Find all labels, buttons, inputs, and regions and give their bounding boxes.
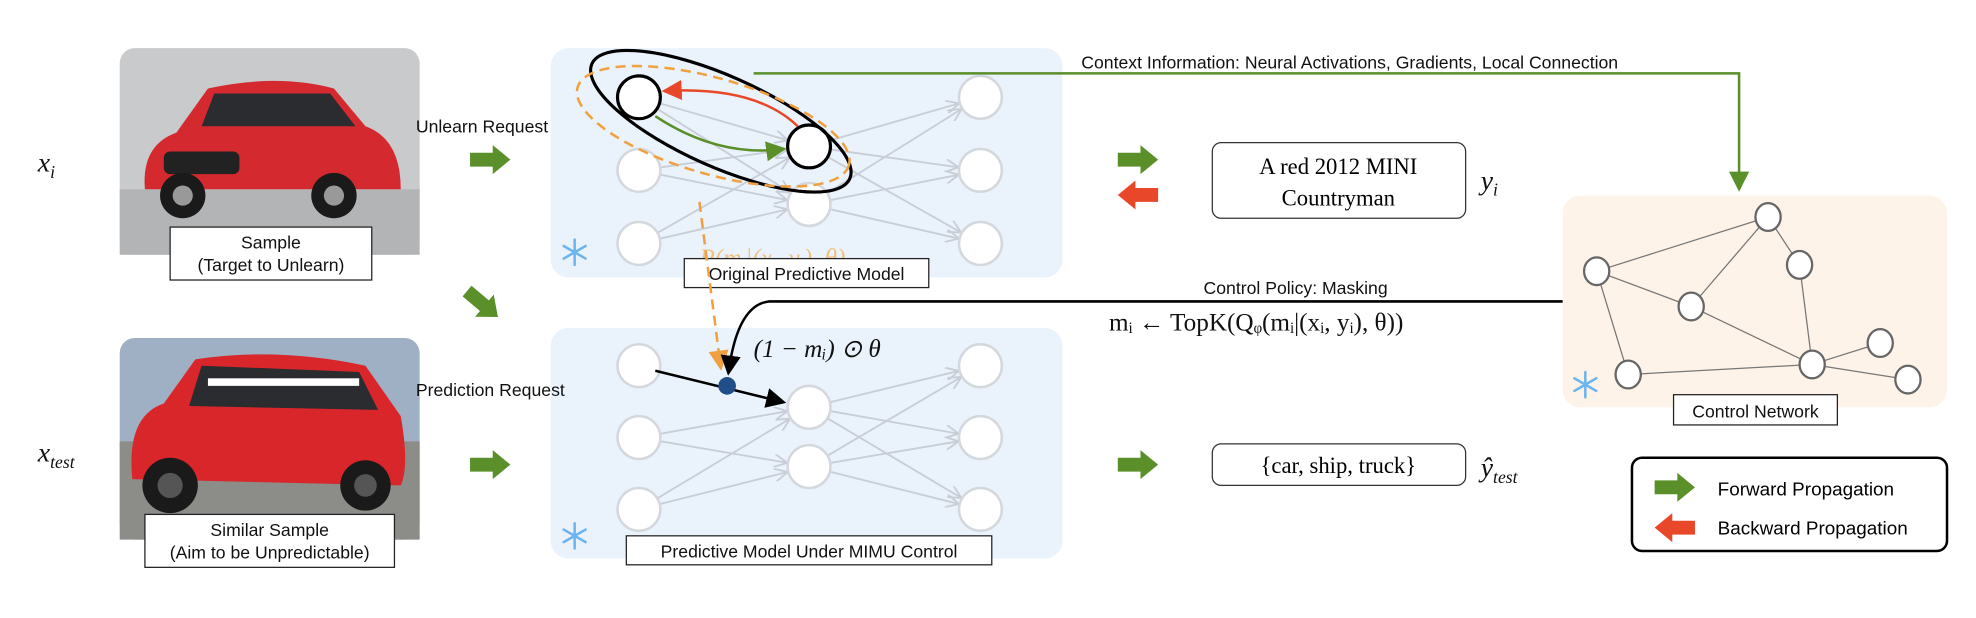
control-node xyxy=(1866,328,1894,359)
control-edge xyxy=(1690,305,1813,366)
forward-arrow-icon xyxy=(470,145,511,175)
forward-arrow-icon xyxy=(457,280,508,329)
similar-label: Similar Sample xyxy=(210,520,329,540)
similar-label-box xyxy=(144,513,396,568)
test-symbol: xtest xyxy=(37,436,76,471)
network-edge xyxy=(659,173,786,200)
controlled-model xyxy=(550,327,1063,559)
legend-backward-label: Backward Propagation xyxy=(1718,519,1908,540)
network-edge xyxy=(830,148,956,167)
network-edge xyxy=(659,411,785,435)
control-edge xyxy=(1812,363,1909,381)
control-node xyxy=(1894,364,1922,395)
sample-output-line1: A red 2012 MINI xyxy=(1259,154,1417,179)
context-arrow xyxy=(753,72,1750,192)
network-edge xyxy=(656,420,788,500)
legend-forward-label: Forward Propagation xyxy=(1718,480,1894,501)
sample-sublabel: (Target to Unlearn) xyxy=(197,255,344,275)
forward-arrow-icon xyxy=(1117,145,1159,175)
control-edge xyxy=(1596,270,1692,308)
network-edge xyxy=(656,107,789,192)
similar-sample-image xyxy=(119,337,420,540)
network-edge xyxy=(659,102,787,140)
original-model xyxy=(550,48,1063,278)
backward-arrow-icon xyxy=(1117,180,1159,210)
test-output-symbol: ŷtest xyxy=(1478,452,1519,487)
control-node xyxy=(1754,202,1782,233)
test-output-box xyxy=(1211,443,1467,487)
masked-weights: (1 − mᵢ) ⊙ θ xyxy=(754,336,881,363)
sample-image xyxy=(119,48,420,255)
forward-arrow-icon xyxy=(470,450,511,480)
network-edge xyxy=(660,150,785,169)
network-edge xyxy=(659,440,785,462)
unlearn-request-label: Unlearn Request xyxy=(416,117,548,137)
original-model-label-box xyxy=(683,257,930,289)
legend: Forward Propagation Backward Propagation xyxy=(1630,456,1949,553)
sample-label: Sample xyxy=(241,233,301,253)
control-network xyxy=(1562,195,1948,408)
control-network-label: Control Network xyxy=(1692,401,1819,421)
forward-arrow-icon xyxy=(1117,450,1159,480)
network-edge xyxy=(830,442,957,464)
control-node xyxy=(1614,359,1642,390)
network-edge xyxy=(829,470,957,504)
network-edge xyxy=(829,410,957,433)
network-edge xyxy=(829,104,958,142)
network-edge xyxy=(657,158,789,234)
sample-output-line2: Countryman xyxy=(1282,186,1395,211)
control-edge xyxy=(1690,216,1769,307)
control-policy-label: Control Policy: Masking xyxy=(1203,278,1387,298)
control-edge xyxy=(1628,363,1813,376)
network-edge xyxy=(829,208,957,238)
context-label: Context Information: Neural Activations,… xyxy=(1081,52,1618,72)
control-node xyxy=(1785,249,1814,280)
network-edge xyxy=(659,210,786,240)
control-network-label-box xyxy=(1672,394,1839,426)
control-edge xyxy=(1798,264,1813,365)
control-node xyxy=(1677,291,1705,322)
control-policy-arrow xyxy=(720,300,1567,376)
similar-sublabel: (Aim to be Unpredictable) xyxy=(170,543,370,563)
sample-output-symbol: yi xyxy=(1478,164,1498,199)
prediction-request-label: Prediction Request xyxy=(416,380,565,400)
original-model-label: Original Predictive Model xyxy=(709,264,905,284)
control-edge xyxy=(1596,216,1769,272)
policy-dashed-arrow xyxy=(698,201,729,371)
controlled-model-label-box xyxy=(625,535,993,566)
policy-formula: mᵢ ← TopK(Qᵩ(mᵢ|(xᵢ, yᵢ), θ)) xyxy=(1109,309,1403,336)
mask-dot xyxy=(718,377,736,395)
controlled-model-label: Predictive Model Under MIMU Control xyxy=(661,541,958,561)
network-edge xyxy=(827,378,960,457)
sample-label-box xyxy=(169,226,373,281)
control-edge xyxy=(1596,271,1629,375)
sample-symbol: xi xyxy=(37,147,55,182)
network-edge xyxy=(826,417,959,497)
test-output: {car, ship, truck} xyxy=(1261,453,1417,478)
control-node xyxy=(1582,256,1611,287)
control-node xyxy=(1798,349,1826,380)
network-edge xyxy=(659,472,786,506)
sample-output-box xyxy=(1211,142,1467,219)
network-edge xyxy=(829,175,957,202)
network-edge xyxy=(829,371,957,404)
